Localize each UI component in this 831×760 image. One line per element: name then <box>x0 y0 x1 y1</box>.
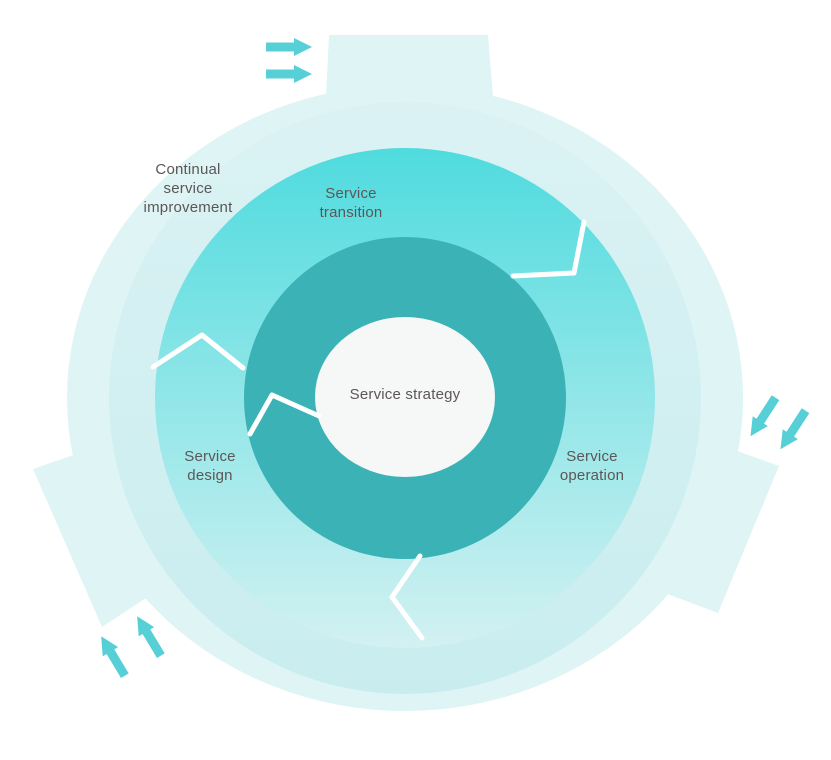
separator-core-left <box>247 392 322 437</box>
label-line: Continual <box>155 161 221 178</box>
label-line: improvement <box>143 199 233 216</box>
label-line: Service <box>566 448 618 465</box>
flow-arrow-icon <box>266 38 312 56</box>
label-line: Service <box>184 448 236 465</box>
label-line: Service <box>325 185 377 202</box>
label-line: service <box>163 180 213 197</box>
center-ellipse <box>315 317 495 477</box>
label-line: Service strategy <box>349 386 461 403</box>
outer-tab-right <box>662 446 779 613</box>
flow-arrows-right <box>742 392 814 455</box>
label-line: design <box>187 467 233 484</box>
label-line: operation <box>559 467 625 484</box>
label-service-design: Service design <box>150 447 270 485</box>
flow-arrow-icon <box>129 611 169 661</box>
flow-arrow-icon <box>772 405 814 455</box>
flow-arrow-icon <box>742 392 784 442</box>
separator-transition-operation <box>510 219 587 279</box>
outer-tab-top <box>326 35 493 96</box>
flow-arrow-icon <box>266 65 312 83</box>
label-line: transition <box>319 204 383 221</box>
flow-arrow-icon <box>93 631 133 681</box>
outer-tab-left <box>33 450 152 627</box>
separator-design-operation <box>389 553 425 641</box>
flow-arrows-top <box>266 38 312 83</box>
label-continual-service-improvement: Continual service improvement <box>103 160 273 217</box>
label-service-operation: Service operation <box>532 447 652 485</box>
separator-improvement-design <box>150 332 246 371</box>
label-service-transition: Service transition <box>281 184 421 222</box>
label-service-strategy: Service strategy <box>320 385 490 404</box>
